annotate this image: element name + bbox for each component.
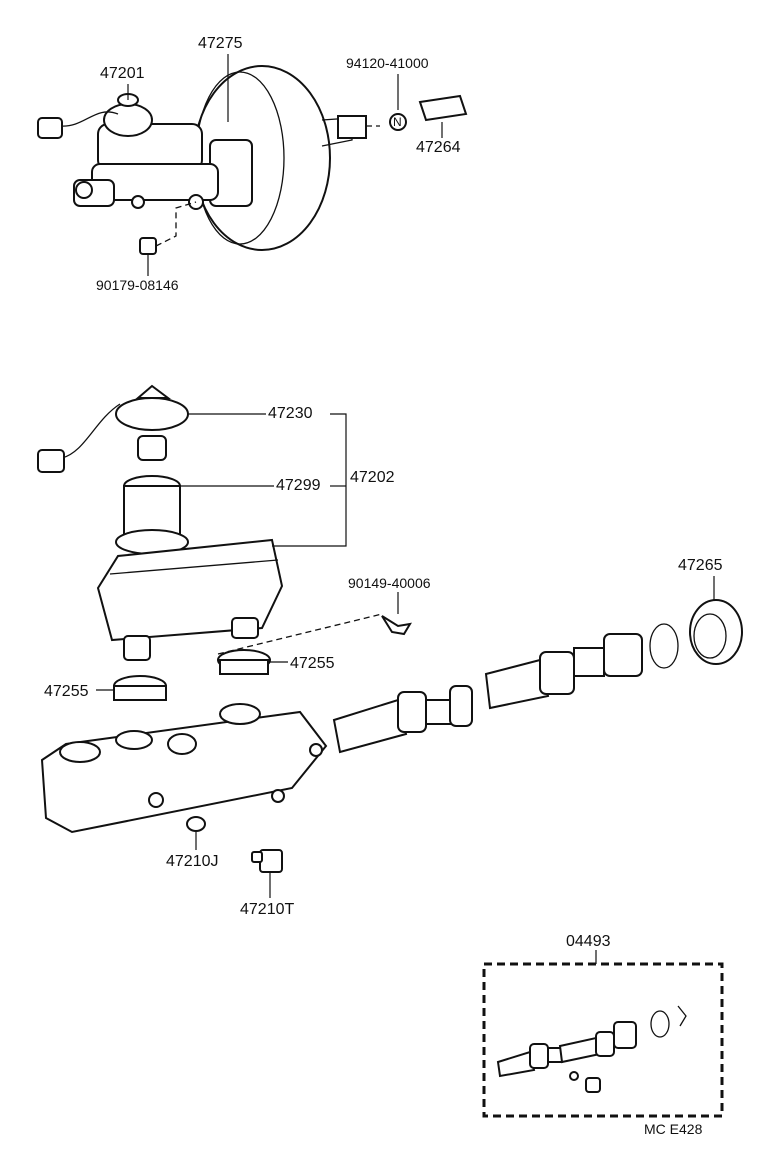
label-47210t: 47210T: [240, 901, 295, 918]
reservoir-cap-47230: [37, 384, 189, 473]
strainer-47299: [115, 475, 189, 555]
piston-assembly-primary: [332, 685, 473, 754]
master-cylinder-body: [40, 703, 328, 834]
label-47255-left: 47255: [44, 683, 89, 700]
label-94120-41000: 94120-41000: [346, 55, 429, 71]
kit-box-04493: [482, 950, 724, 1118]
boot-47265: [689, 599, 743, 665]
label-47210j: 47210J: [166, 853, 219, 870]
kit-pistons: [496, 1005, 687, 1093]
label-47230: 47230: [268, 405, 313, 422]
gasket-47210j: [186, 816, 206, 832]
label-47264: 47264: [416, 139, 461, 156]
label-47275: 47275: [198, 35, 243, 52]
reservoir-body-47202: [96, 538, 284, 661]
piston-assembly-secondary: [484, 633, 643, 710]
label-47202: 47202: [350, 469, 395, 486]
grommet-47255-right: [217, 649, 271, 675]
union-bolt-47210t: [251, 849, 283, 873]
label-90179-08146: 90179-08146: [96, 277, 179, 293]
label-47255-right: 47255: [290, 655, 335, 672]
label-04493: 04493: [566, 933, 611, 950]
label-90149-40006: 90149-40006: [348, 575, 431, 591]
screw-90149-40006: [217, 613, 412, 655]
label-47201: 47201: [100, 65, 145, 82]
clevis-47264: [389, 94, 468, 131]
label-47265: 47265: [678, 557, 723, 574]
label-47299: 47299: [276, 477, 321, 494]
master-cylinder-assembly-top: [37, 93, 219, 210]
snap-ring: [649, 623, 679, 669]
reservo-cap-nut-top: [139, 201, 197, 255]
grommet-47255-left: [113, 675, 167, 701]
diagram-code: MC E428: [644, 1121, 703, 1137]
brake-booster: [193, 65, 380, 251]
nut-marker: N: [393, 115, 402, 129]
